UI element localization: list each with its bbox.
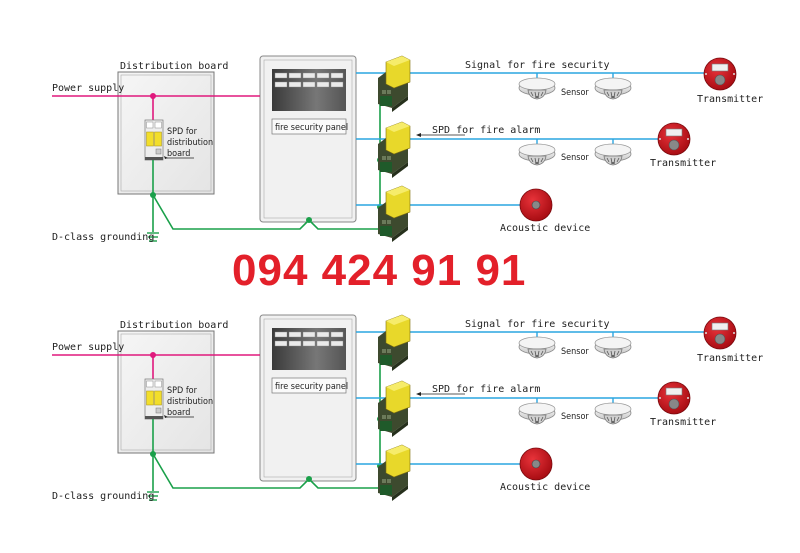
spd-db-label-1: SPD for bbox=[167, 386, 198, 396]
sensor-icon bbox=[594, 77, 632, 100]
spd-distribution-board-icon bbox=[144, 119, 164, 161]
sensor-label: Sensor bbox=[561, 88, 589, 98]
sensor-icon bbox=[518, 77, 556, 100]
spd-alarm-label: SPD for fire alarm bbox=[432, 384, 540, 395]
diagram-bottom: Distribution board fire security panel P… bbox=[52, 314, 763, 502]
distribution-board-box bbox=[117, 71, 215, 195]
panel-label: fire security panel bbox=[275, 123, 348, 133]
ground-line bbox=[152, 87, 390, 230]
signal-label: Signal for fire security bbox=[465, 319, 610, 330]
acoustic-device-icon bbox=[519, 188, 553, 222]
spd-db-label-1: SPD for bbox=[167, 127, 198, 137]
sensor-icon bbox=[518, 143, 556, 166]
transmitter-label: Transmitter bbox=[697, 353, 763, 364]
panel-label: fire security panel bbox=[275, 382, 348, 392]
spd-module-icon bbox=[377, 55, 411, 113]
grounding-label: D-class grounding bbox=[52, 232, 154, 243]
acoustic-label: Acoustic device bbox=[500, 223, 590, 234]
sensor-label: Sensor bbox=[561, 153, 589, 163]
acoustic-label: Acoustic device bbox=[500, 482, 590, 493]
spd-alarm-label: SPD for fire alarm bbox=[432, 125, 540, 136]
spd-db-label-3: board bbox=[167, 408, 190, 418]
transmitter-label: Transmitter bbox=[697, 94, 763, 105]
ground-icon bbox=[147, 232, 159, 242]
phone-number: 094 424 91 91 bbox=[232, 246, 527, 295]
distribution-board-label: Distribution board bbox=[120, 61, 228, 72]
transmitter-label: Transmitter bbox=[650, 417, 716, 428]
sensor-label: Sensor bbox=[561, 412, 589, 422]
sensor-label: Sensor bbox=[561, 347, 589, 357]
transmitter-icon bbox=[703, 57, 737, 91]
spd-module-icon bbox=[377, 185, 411, 243]
spd-module-icon bbox=[377, 121, 411, 179]
grounding-label: D-class grounding bbox=[52, 491, 154, 502]
distribution-board-label: Distribution board bbox=[120, 320, 228, 331]
transmitter-icon bbox=[657, 122, 691, 156]
signal-label: Signal for fire security bbox=[465, 60, 610, 71]
diagram-top: Distribution board fire security panel P… bbox=[52, 55, 763, 243]
transmitter-label: Transmitter bbox=[650, 158, 716, 169]
power-supply-label: Power supply bbox=[52, 342, 124, 353]
spd-db-label-2: distribution bbox=[167, 138, 213, 148]
spd-db-label-3: board bbox=[167, 149, 190, 159]
sensor-icon bbox=[594, 143, 632, 166]
spd-db-label-2: distribution bbox=[167, 397, 213, 407]
power-supply-label: Power supply bbox=[52, 83, 124, 94]
